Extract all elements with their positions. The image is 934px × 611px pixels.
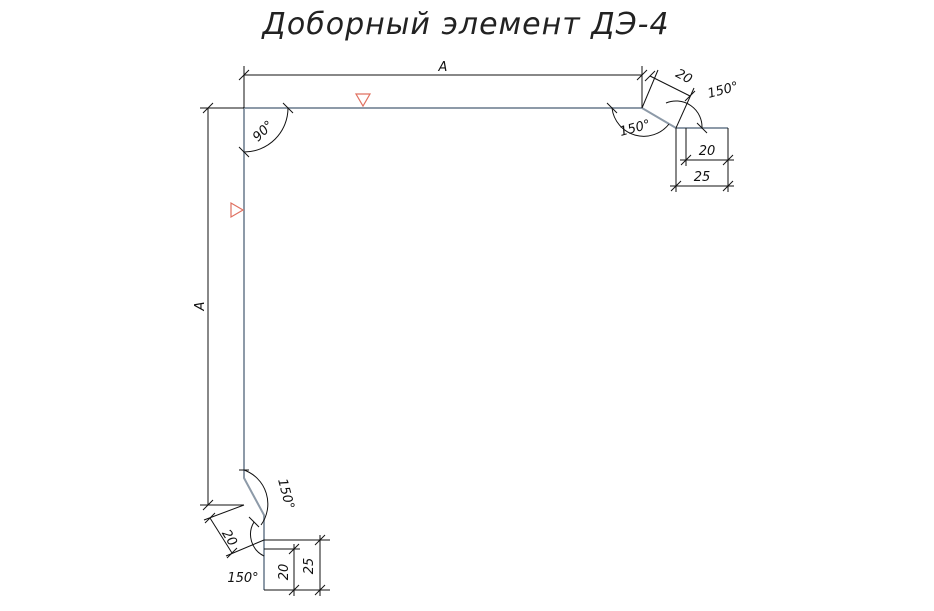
dimension-left-a: A <box>193 102 244 511</box>
dimension-label-bl-total: 25 <box>302 558 317 575</box>
angle-label-tr-outer: 150° <box>706 79 740 102</box>
face-marker-top <box>354 93 372 108</box>
dimension-tr-diag: 20 <box>641 66 696 129</box>
angle-bl-inner: 150° <box>239 469 297 526</box>
dimension-label-tr-flange: 20 <box>699 144 716 159</box>
angle-bl-outer: 150° <box>227 516 265 586</box>
dimension-label-bl-flange: 20 <box>277 564 292 581</box>
face-marker-left <box>230 201 245 219</box>
dimension-label-bl-diag: 20 <box>218 527 239 549</box>
angle-corner-90: 90° <box>238 102 294 158</box>
dimension-label-left-a: A <box>193 302 208 312</box>
dimension-top-a: A <box>238 60 648 108</box>
angle-label-bl-inner: 150° <box>274 477 297 511</box>
dimension-label-tr-total: 25 <box>694 170 711 185</box>
dimension-label-top-a: A <box>438 60 448 75</box>
dimension-bl-flange: 20 25 <box>264 534 330 596</box>
dimension-label-tr-diag: 20 <box>673 66 695 87</box>
part-profile <box>243 107 728 590</box>
angle-label-bl-outer: 150° <box>227 571 258 586</box>
profile-main-line <box>243 107 728 590</box>
drawing-title: Доборный элемент ДЭ-4 <box>260 7 669 42</box>
dimension-bl-diag: 20 <box>203 504 265 559</box>
dimension-tr-flange: 20 25 <box>670 128 734 192</box>
